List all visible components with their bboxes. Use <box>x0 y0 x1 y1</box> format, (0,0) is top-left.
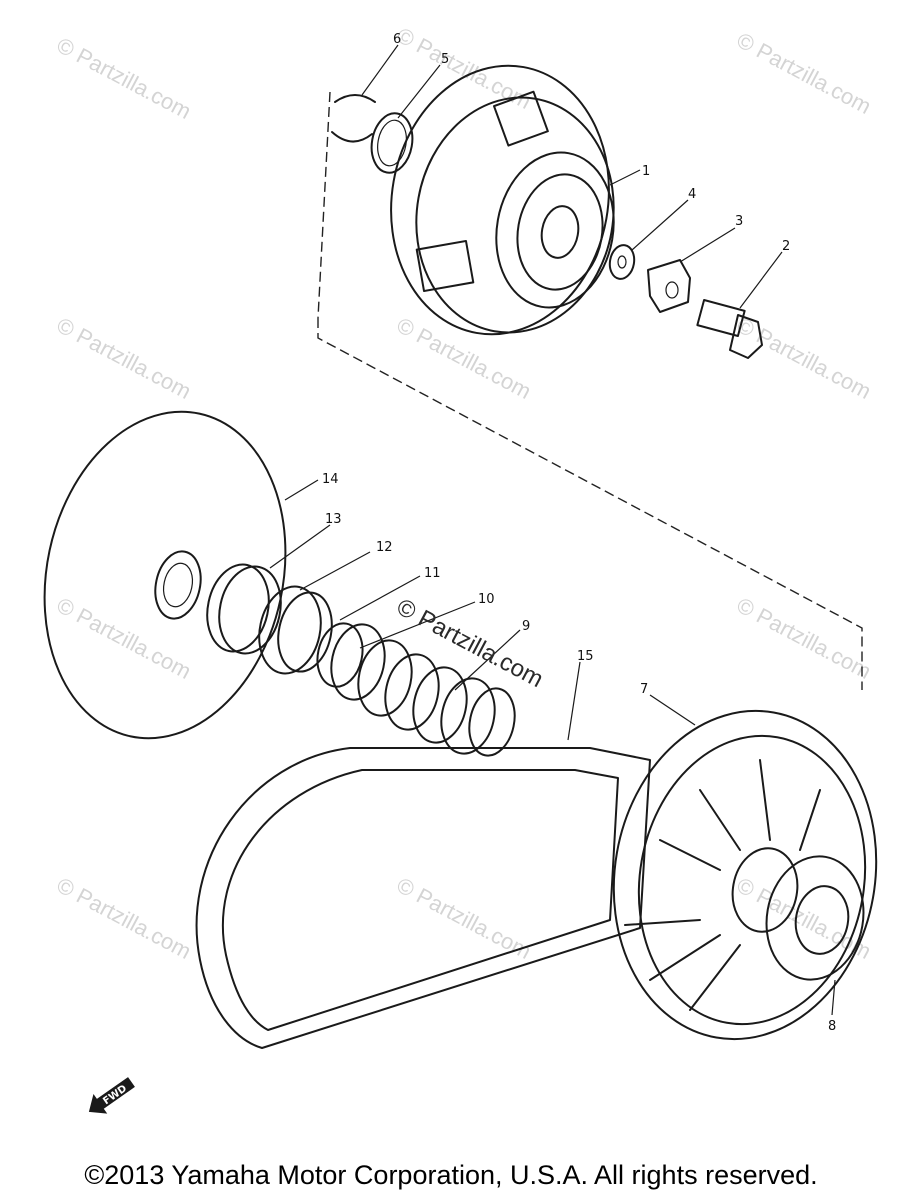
fwd-arrow-icon <box>88 1077 135 1114</box>
callout-12: 12 <box>376 540 393 555</box>
watermark: © Partzilla.com <box>393 312 536 404</box>
callout-9: 9 <box>522 619 530 634</box>
watermark: © Partzilla.com <box>53 32 196 124</box>
callout-13: 13 <box>325 512 342 527</box>
callout-3: 3 <box>735 214 743 229</box>
copyright-notice: ©2013 Yamaha Motor Corporation, U.S.A. A… <box>84 1160 818 1190</box>
callout-11: 11 <box>424 566 441 581</box>
assembly-guide-lines <box>317 91 863 690</box>
callout-6: 6 <box>393 32 401 47</box>
watermark: © Partzilla.com <box>733 312 876 404</box>
callout-4: 4 <box>688 187 696 202</box>
fwd-arrow-badge: FWD <box>88 1077 135 1114</box>
callout-15: 15 <box>577 649 594 664</box>
callout-7: 7 <box>640 682 648 697</box>
watermark: © Partzilla.com <box>53 872 196 964</box>
movable-sheave-disc <box>43 410 287 740</box>
watermark: © Partzilla.com <box>733 592 876 684</box>
leader-lines <box>269 44 836 1016</box>
secondary-sheave <box>612 709 878 1041</box>
watermarks: © Partzilla.com © Partzilla.com © Partzi… <box>53 22 876 964</box>
callout-8: 8 <box>828 1019 836 1034</box>
callout-1: 1 <box>642 164 650 179</box>
watermark: © Partzilla.com <box>53 312 196 404</box>
callout-numbers: 6 5 1 4 3 2 14 13 12 11 10 9 15 7 8 <box>322 32 836 1034</box>
watermark: © Partzilla.com <box>733 27 876 119</box>
watermark: © Partzilla.com <box>393 22 536 114</box>
retaining-clips <box>331 94 414 174</box>
callout-14: 14 <box>322 472 339 487</box>
primary-fixed-sheave <box>390 64 615 336</box>
drive-belt <box>195 747 651 1049</box>
callout-5: 5 <box>441 52 449 67</box>
callout-2: 2 <box>782 239 790 254</box>
bearing-and-spring-stack <box>206 563 516 757</box>
callout-10: 10 <box>478 592 495 607</box>
washer-plate-bolt <box>608 244 763 359</box>
